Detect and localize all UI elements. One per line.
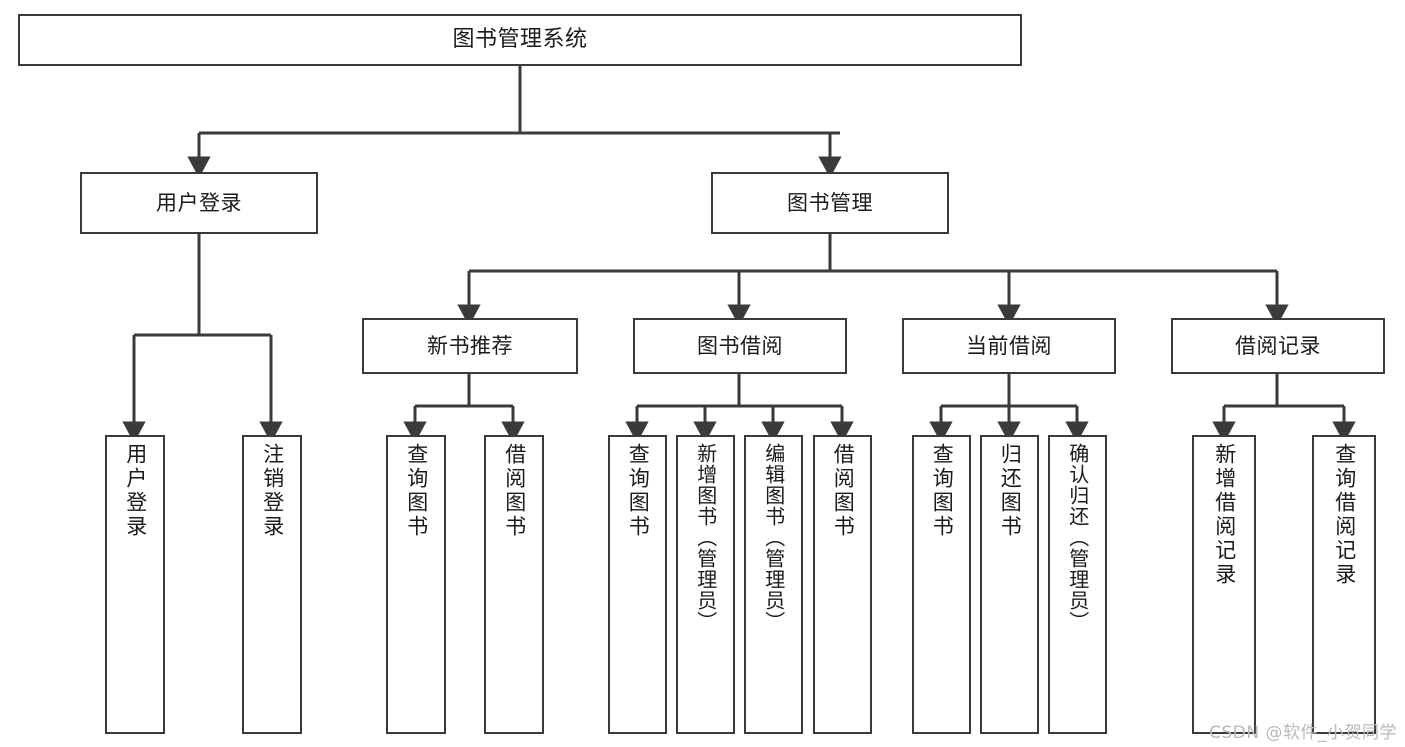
node-label: 借阅图书	[502, 443, 527, 539]
node-label: 注销登录	[260, 443, 285, 539]
leaf-records-add-record[interactable]: 新增借阅记录	[1192, 435, 1256, 734]
node-user-login[interactable]: 用户登录	[80, 172, 318, 234]
leaf-new-book-borrow[interactable]: 借阅图书	[484, 435, 544, 734]
leaf-records-query-record[interactable]: 查询借阅记录	[1312, 435, 1376, 734]
node-label: 借阅记录	[1235, 333, 1321, 358]
node-label: 确认归还（管理员）	[1065, 443, 1090, 632]
node-label: 图书借阅	[697, 333, 783, 358]
node-label: 借阅图书	[831, 443, 856, 539]
node-label: 图书管理系统	[452, 27, 588, 53]
node-book-borrow[interactable]: 图书借阅	[633, 318, 847, 374]
node-label: 新增借阅记录	[1212, 443, 1237, 587]
node-label: 新增图书（管理员）	[693, 443, 718, 632]
leaf-user-login-logout[interactable]: 注销登录	[242, 435, 302, 734]
csdn-watermark: CSDN @软件_小贺同学	[1209, 723, 1397, 743]
leaf-current-query-book[interactable]: 查询图书	[912, 435, 971, 734]
leaf-borrow-add-book-admin[interactable]: 新增图书（管理员）	[676, 435, 735, 734]
node-label: 查询图书	[626, 443, 651, 539]
node-label: 查询图书	[930, 443, 955, 539]
leaf-new-book-query[interactable]: 查询图书	[386, 435, 446, 734]
node-label: 编辑图书（管理员）	[761, 443, 786, 632]
node-new-book-recommend[interactable]: 新书推荐	[362, 318, 578, 374]
leaf-borrow-query-book[interactable]: 查询图书	[608, 435, 667, 734]
node-current-borrow[interactable]: 当前借阅	[902, 318, 1116, 374]
node-borrow-records[interactable]: 借阅记录	[1171, 318, 1385, 374]
leaf-user-login-login[interactable]: 用户登录	[105, 435, 165, 734]
node-label: 新书推荐	[427, 333, 513, 358]
node-label: 当前借阅	[966, 333, 1052, 358]
node-book-management[interactable]: 图书管理	[711, 172, 949, 234]
leaf-borrow-edit-book-admin[interactable]: 编辑图书（管理员）	[744, 435, 803, 734]
leaf-borrow-borrow-book[interactable]: 借阅图书	[813, 435, 872, 734]
node-label: 查询图书	[404, 443, 429, 539]
node-root-system[interactable]: 图书管理系统	[18, 14, 1022, 66]
node-label: 图书管理	[787, 190, 873, 215]
node-label: 用户登录	[156, 190, 242, 215]
node-label: 查询借阅记录	[1332, 443, 1357, 587]
node-label: 归还图书	[998, 443, 1023, 539]
leaf-current-confirm-return-admin[interactable]: 确认归还（管理员）	[1048, 435, 1107, 734]
leaf-current-return-book[interactable]: 归还图书	[980, 435, 1039, 734]
node-label: 用户登录	[123, 443, 148, 539]
